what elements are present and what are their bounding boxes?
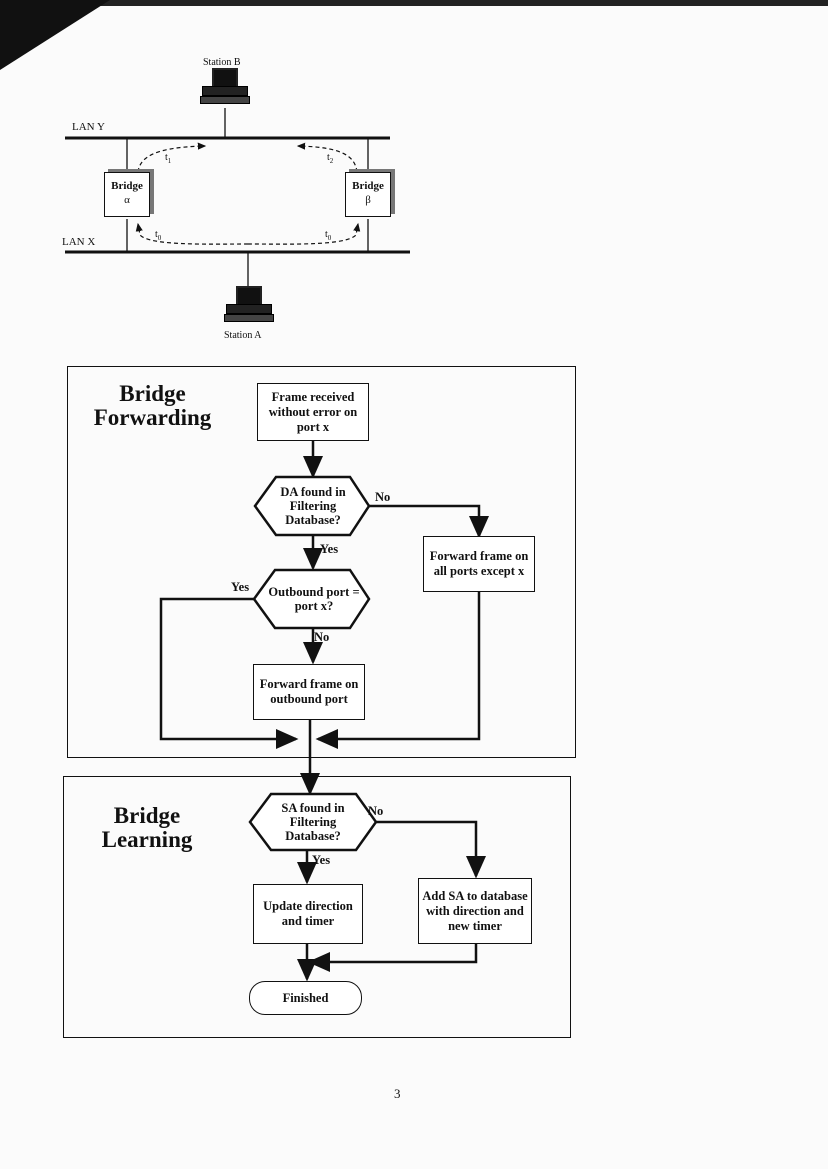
bridge-beta-label: Bridge (352, 180, 384, 192)
decision-sa: SA found in Filtering Database? (281, 801, 345, 843)
learning-panel (63, 776, 571, 1038)
da-yes-label: Yes (320, 542, 339, 556)
path-t0-left (135, 222, 249, 245)
bridge-beta: Bridge β (345, 172, 391, 217)
t0-right-label: t0 (325, 229, 332, 242)
edge-port-yes (159, 597, 299, 749)
learning-title: Bridge Learning (101, 803, 193, 852)
station-b-label: Station B (203, 57, 241, 68)
forward-outbound-box: Forward frame on outbound port (253, 664, 365, 720)
t2-label: t2 (327, 152, 334, 165)
decision-port-shape (252, 568, 371, 630)
page-number: 3 (394, 1086, 401, 1101)
bridge-beta-symbol: β (365, 194, 371, 206)
decision-port: Outbound port = port x? (268, 585, 360, 613)
edge-da-no (369, 504, 489, 539)
forwarding-panel (67, 366, 576, 758)
scan-edge (0, 0, 828, 6)
add-sa-box: Add SA to database with direction and ne… (418, 878, 532, 944)
all-ports-box: Forward frame on all ports except x (423, 536, 535, 592)
bridge-alpha: Bridge α (104, 172, 150, 217)
t0-left-label: t0 (155, 229, 162, 242)
port-yes-label: Yes (231, 580, 250, 594)
t1-label: t1 (165, 152, 172, 165)
edge-sa-no (376, 820, 486, 879)
edge-allports-merge (315, 591, 481, 749)
update-box: Update direction and timer (253, 884, 363, 944)
path-t0-right (247, 222, 361, 245)
lan-x-label: LAN X (62, 236, 96, 248)
lan-y-label: LAN Y (72, 121, 105, 133)
sa-yes-label: Yes (312, 853, 331, 867)
path-t1 (137, 142, 207, 173)
station-b-icon (200, 68, 250, 108)
da-no-label: No (375, 490, 391, 504)
station-a-icon (224, 286, 274, 328)
path-t2 (296, 142, 358, 173)
forwarding-title: Bridge Forwarding (93, 381, 212, 430)
bridge-alpha-symbol: α (124, 194, 130, 206)
finished-terminal: Finished (249, 981, 362, 1015)
scan-corner (0, 0, 110, 70)
sa-no-label: No (368, 804, 384, 818)
bridge-alpha-label: Bridge (111, 180, 143, 192)
edge-add-finish (307, 944, 478, 972)
decision-da: DA found in Filtering Database? (280, 485, 346, 527)
port-no-label: No (314, 630, 330, 644)
station-a-label: Station A (224, 330, 262, 341)
start-box: Frame received without error on port x (257, 383, 369, 441)
